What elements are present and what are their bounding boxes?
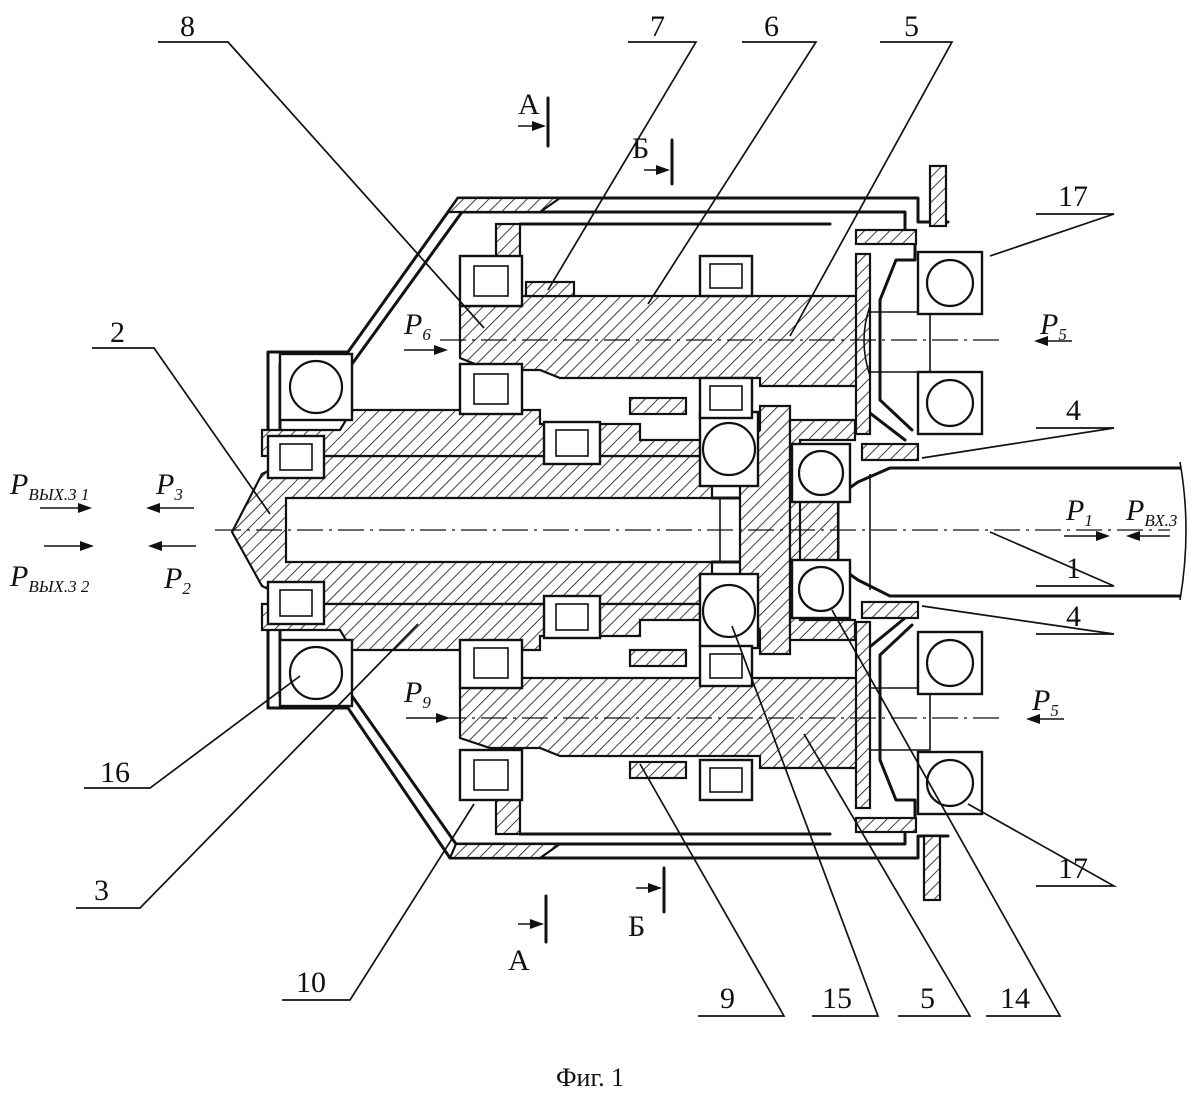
- callout-8: 8: [180, 10, 195, 43]
- callout-5-bottom: 5: [920, 982, 935, 1015]
- section-b-bottom: Б: [628, 910, 645, 943]
- callout-10: 10: [296, 966, 326, 999]
- force-pvyx-2: PВЫХ.3 2: [9, 560, 90, 596]
- callout-labels: 8 7 6 5 17 4 1 4 17 2 16 3 10 9 15 5 14: [94, 10, 1088, 1015]
- force-p9: P9: [403, 676, 431, 712]
- gear-rims: [524, 228, 920, 834]
- section-letters: А Б Б А: [508, 88, 649, 977]
- leader-lines: [76, 41, 1118, 1017]
- section-b-top: Б: [632, 132, 649, 165]
- callout-4-bottom: 4: [1066, 600, 1081, 633]
- callout-4-top: 4: [1066, 394, 1081, 427]
- force-arrows: [40, 336, 1170, 724]
- callout-16: 16: [100, 756, 130, 789]
- callout-5-top: 5: [904, 10, 919, 43]
- figure-caption: Фиг. 1: [556, 1063, 624, 1092]
- callout-7: 7: [650, 10, 665, 43]
- callout-1: 1: [1066, 552, 1081, 585]
- force-p5-top: P5: [1039, 308, 1067, 344]
- force-p6: P6: [403, 308, 431, 344]
- callout-14: 14: [1000, 982, 1030, 1015]
- callout-17-bottom: 17: [1058, 852, 1088, 885]
- force-p5-bottom: P5: [1031, 684, 1059, 720]
- housing: [266, 164, 950, 902]
- satellite-shaft-lower: [458, 620, 931, 810]
- force-p2: P2: [163, 562, 191, 598]
- callout-9: 9: [720, 982, 735, 1015]
- center-lines: [215, 339, 1170, 719]
- section-a-top: А: [518, 88, 540, 121]
- callout-17-top: 17: [1058, 180, 1088, 213]
- bearings: [266, 250, 984, 816]
- force-p1: P1: [1065, 494, 1093, 530]
- force-labels: P6 P5 P9 P5 PВЫХ.3 1 P3 PВЫХ.3 2 P2 P1 P…: [9, 308, 1177, 720]
- section-a-bottom: А: [508, 944, 530, 977]
- force-pvx: PВХ.3: [1125, 494, 1177, 530]
- section-markers: [518, 96, 674, 944]
- callout-6: 6: [764, 10, 779, 43]
- callout-3: 3: [94, 874, 109, 907]
- force-pvyx-1: PВЫХ.3 1: [9, 468, 89, 504]
- satellite-shaft-upper: [458, 252, 931, 436]
- callout-2: 2: [110, 316, 125, 349]
- force-p3: P3: [155, 468, 183, 504]
- callout-15: 15: [822, 982, 852, 1015]
